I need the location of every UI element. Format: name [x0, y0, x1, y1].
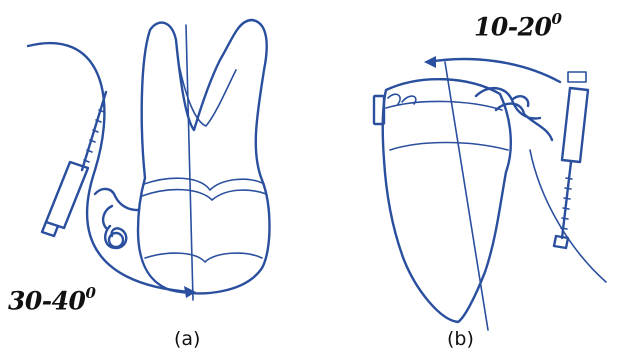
crown-band-a2	[142, 190, 266, 200]
crown-band-a	[144, 178, 264, 190]
crown-band-b2	[386, 101, 502, 110]
clamp-b	[476, 88, 552, 140]
clamp-a	[95, 189, 138, 248]
syringe-b	[554, 72, 588, 248]
guide-line-b	[530, 150, 606, 282]
tooth-b	[383, 79, 511, 322]
angle-unit-b: 0	[551, 10, 561, 28]
occlusal-line-a	[145, 253, 262, 262]
crown-band-b	[390, 143, 508, 151]
panel-caption-b: (b)	[447, 328, 474, 350]
tooth-a	[138, 20, 270, 293]
angle-value-a: 30-40	[8, 286, 85, 315]
angle-label-b: 10-200	[474, 12, 561, 41]
angle-value-b: 10-20	[474, 12, 551, 41]
angle-arc-a	[28, 43, 190, 292]
arc-arrowhead-b	[424, 56, 436, 68]
angle-unit-a: 0	[85, 284, 95, 302]
axis-line-a	[186, 25, 193, 300]
panel-a-illustration	[28, 20, 270, 300]
clamp-ring-a	[109, 233, 123, 247]
panel-b-illustration	[374, 56, 606, 330]
angle-label-a: 30-400	[8, 286, 95, 315]
panel-caption-a: (a)	[174, 328, 200, 350]
